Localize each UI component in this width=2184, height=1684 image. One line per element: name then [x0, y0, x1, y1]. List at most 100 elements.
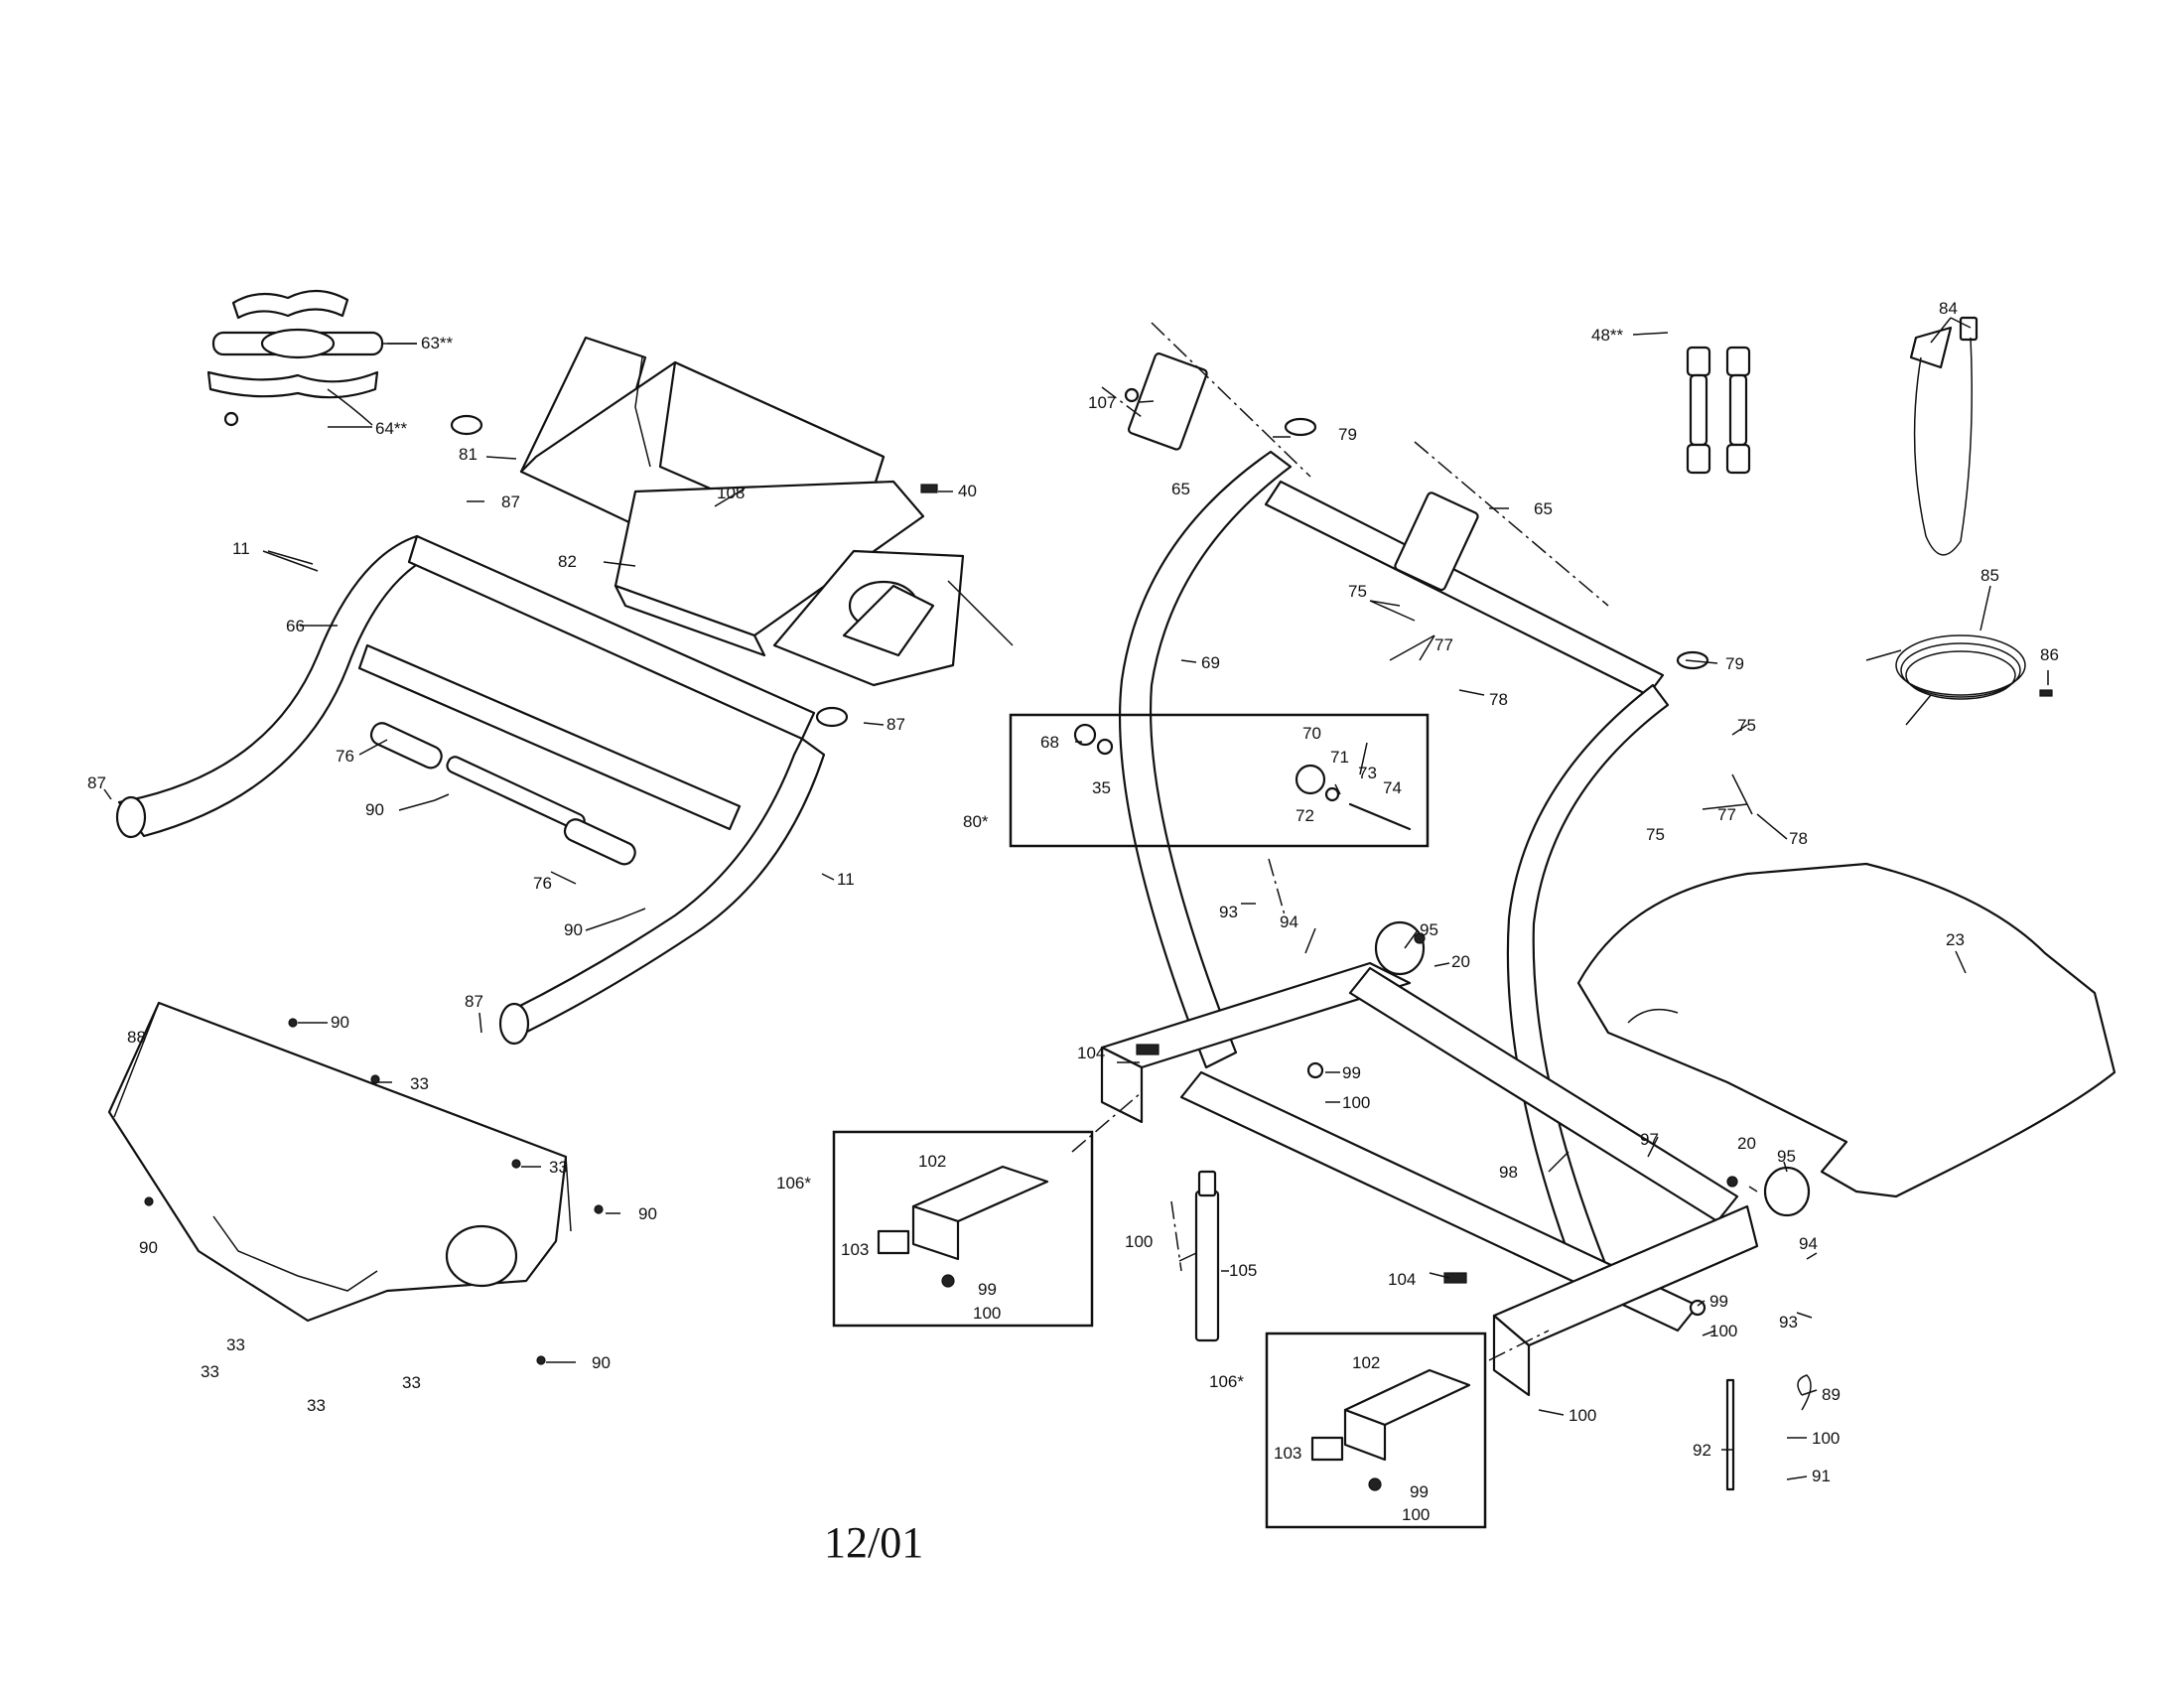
- callout-82: 82: [558, 552, 577, 571]
- callout-95-b: 95: [1777, 1147, 1796, 1166]
- callout-33-e: 33: [307, 1396, 326, 1415]
- callout-95-a: 95: [1420, 920, 1438, 939]
- safety-tether-icon: [1909, 316, 1979, 556]
- chest-strap-icon: [206, 289, 417, 427]
- callout-77-a: 77: [1434, 635, 1453, 654]
- hood-cover: [1576, 862, 2116, 1198]
- callout-69: 69: [1201, 653, 1220, 672]
- callout-77-b: 77: [1717, 805, 1736, 824]
- handrail-frame: [115, 414, 849, 1046]
- callout-75-a: 75: [1348, 582, 1367, 601]
- callout-74: 74: [1383, 778, 1402, 797]
- callout-63: 63**: [421, 334, 454, 352]
- callout-100-g: 100: [1812, 1429, 1840, 1448]
- callout-box-106b: [1265, 1332, 1487, 1529]
- hardware: [144, 932, 1738, 1365]
- callout-71: 71: [1330, 748, 1349, 767]
- callout-33-f: 33: [402, 1373, 421, 1392]
- callout-86: 86: [2040, 645, 2059, 664]
- callout-92: 92: [1693, 1441, 1711, 1460]
- callout-90-a: 90: [365, 800, 384, 819]
- callout-100-c: 100: [1125, 1232, 1153, 1251]
- callout-70: 70: [1302, 724, 1321, 743]
- callout-box-80: [1009, 713, 1430, 848]
- callout-103-a: 103: [841, 1240, 869, 1259]
- cable-icon: [1865, 634, 2053, 726]
- callout-102-a: 102: [918, 1152, 946, 1171]
- callout-99-b: 99: [978, 1280, 997, 1299]
- callout-106-b: 106*: [1209, 1372, 1244, 1391]
- callout-102-b: 102: [1352, 1353, 1380, 1372]
- callout-100-f: 100: [1402, 1505, 1430, 1524]
- callout-76-a: 76: [336, 747, 354, 766]
- callout-93-a: 93: [1219, 903, 1238, 921]
- callout-107: 107: [1088, 393, 1116, 412]
- callout-33-a: 33: [410, 1074, 429, 1093]
- callout-79-b: 79: [1725, 654, 1744, 673]
- base-frame: [1100, 920, 1811, 1397]
- callout-100-a: 100: [1342, 1093, 1370, 1112]
- callout-20-b: 20: [1737, 1134, 1756, 1153]
- dumbbell-icon: [1686, 346, 1751, 475]
- foot-pad-b: [1310, 1368, 1471, 1491]
- callout-65-a: 65: [1171, 480, 1190, 498]
- callout-90-f: 90: [592, 1353, 611, 1372]
- callout-90-e: 90: [139, 1238, 158, 1257]
- callout-20-a: 20: [1451, 952, 1470, 971]
- callout-91: 91: [1812, 1467, 1831, 1485]
- callout-79-a: 79: [1338, 425, 1357, 444]
- motor-hood: [107, 1001, 572, 1323]
- callout-75-c: 75: [1646, 825, 1665, 844]
- callout-103-b: 103: [1274, 1444, 1301, 1463]
- callout-33-b: 33: [549, 1158, 568, 1177]
- callout-23: 23: [1946, 930, 1965, 949]
- callout-78-a: 78: [1489, 690, 1508, 709]
- foot-pad-a: [877, 1165, 1049, 1288]
- callout-94-b: 94: [1799, 1234, 1818, 1253]
- callout-64: 64**: [375, 419, 408, 438]
- key-icon: [1725, 1374, 1812, 1491]
- callout-72: 72: [1296, 806, 1314, 825]
- callout-75-b: 75: [1737, 716, 1756, 735]
- callout-99-c: 99: [1709, 1292, 1728, 1311]
- callout-88: 88: [127, 1028, 146, 1047]
- callout-90-d: 90: [638, 1204, 657, 1223]
- callout-11-a: 11: [232, 539, 250, 558]
- callout-104-a: 104: [1077, 1044, 1105, 1062]
- callout-80: 80*: [963, 812, 989, 831]
- callout-76-b: 76: [533, 874, 552, 893]
- callout-87-c: 87: [87, 773, 106, 792]
- callout-66: 66: [286, 617, 305, 635]
- revision-date: 12/01: [824, 1518, 923, 1567]
- callout-73: 73: [1358, 764, 1377, 782]
- callout-106-a: 106*: [776, 1174, 811, 1193]
- callout-85: 85: [1980, 566, 1999, 585]
- callout-35: 35: [1092, 778, 1111, 797]
- callout-11-b: 11: [837, 870, 855, 889]
- callout-33-c: 33: [226, 1335, 245, 1354]
- callout-93-b: 93: [1779, 1313, 1798, 1332]
- callout-98: 98: [1499, 1163, 1518, 1182]
- callout-84: 84: [1939, 299, 1958, 318]
- console-assembly: [519, 336, 1014, 687]
- callout-87-a: 87: [501, 492, 520, 511]
- callout-81: 81: [459, 445, 478, 464]
- callout-68: 68: [1040, 733, 1059, 752]
- callout-100-d: 100: [1709, 1322, 1737, 1340]
- callout-90-b: 90: [564, 920, 583, 939]
- callout-48: 48**: [1591, 326, 1624, 345]
- callout-105: 105: [1229, 1261, 1257, 1280]
- callout-40: 40: [958, 482, 977, 500]
- callout-87-b: 87: [887, 715, 905, 734]
- upright-frame: [1118, 352, 1709, 1283]
- callout-33-d: 33: [201, 1362, 219, 1381]
- callout-89: 89: [1822, 1385, 1841, 1404]
- callout-90-c: 90: [331, 1013, 349, 1032]
- callout-87-d: 87: [465, 992, 483, 1011]
- callout-100-e: 100: [1569, 1406, 1596, 1425]
- callout-99-d: 99: [1410, 1482, 1429, 1501]
- callout-97: 97: [1640, 1130, 1659, 1149]
- callout-100-b: 100: [973, 1304, 1001, 1323]
- callout-94-a: 94: [1280, 912, 1298, 931]
